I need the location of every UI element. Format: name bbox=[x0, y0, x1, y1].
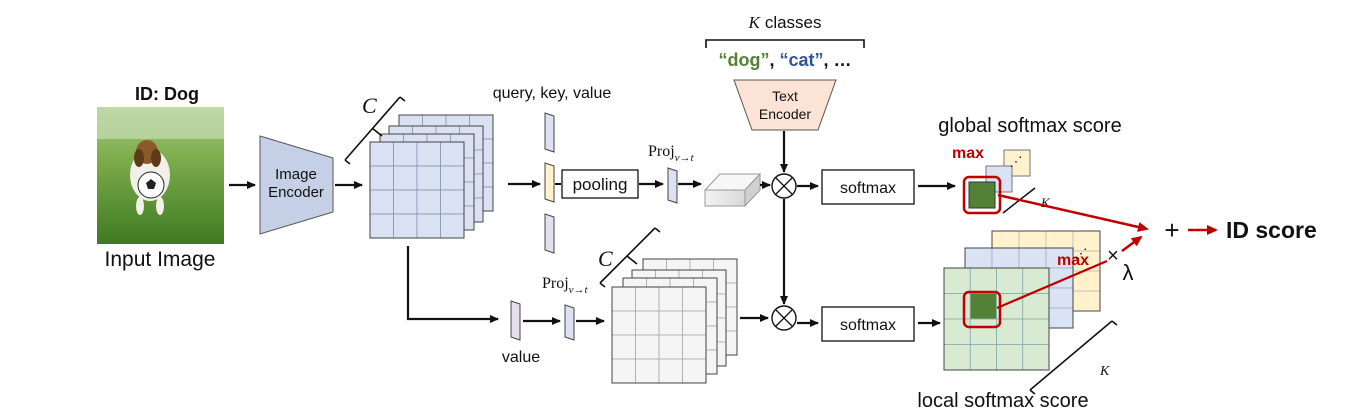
image-encoder-line1: Image bbox=[275, 166, 317, 183]
qkv-label: query, key, value bbox=[493, 85, 612, 102]
plus-symbol: + bbox=[1164, 215, 1179, 245]
global-score-label: global softmax score bbox=[938, 115, 1121, 137]
query-vector bbox=[544, 112, 555, 153]
softmax-top-label: softmax bbox=[840, 180, 896, 197]
local-k-symbol: K bbox=[1099, 364, 1110, 379]
lambda-symbol: λ bbox=[1123, 260, 1134, 285]
local-score-label: local softmax score bbox=[917, 390, 1088, 412]
arrow-global-to-sum bbox=[997, 193, 1149, 232]
local-k-brace bbox=[1029, 320, 1118, 395]
classes-brace bbox=[705, 39, 865, 48]
text-encoder-line2: Encoder bbox=[759, 106, 811, 122]
id-label: ID: Dog bbox=[135, 84, 199, 104]
value-label: value bbox=[502, 349, 540, 366]
line-local-to-lambda bbox=[996, 259, 1108, 310]
value-vector-bottom bbox=[510, 300, 521, 341]
id-score-label: ID score bbox=[1226, 217, 1317, 243]
pooling-box bbox=[561, 169, 639, 199]
class-item-0: “dog” bbox=[718, 50, 769, 70]
class-item-2: “cat” bbox=[779, 50, 823, 70]
arrow-features-to-value bbox=[406, 246, 499, 323]
global-score-stack bbox=[962, 149, 1036, 215]
proj-bottom-vector bbox=[564, 304, 575, 341]
input-image bbox=[97, 107, 224, 244]
local-max-label: max bbox=[1057, 252, 1089, 269]
proj-top-vector bbox=[667, 167, 678, 204]
local-max-highlight bbox=[962, 290, 1002, 329]
global-max-label: max bbox=[952, 145, 984, 162]
softmax-bottom-box bbox=[821, 306, 915, 342]
channel-brace-bottom bbox=[599, 227, 661, 288]
global-k-symbol: K bbox=[1040, 195, 1051, 210]
channel-symbol: C bbox=[362, 93, 377, 118]
class-list: “dog”, “cat”, … bbox=[718, 50, 851, 70]
local-score-layer-green bbox=[943, 267, 1050, 371]
multiply-top-icon bbox=[775, 177, 793, 195]
proj-top-label: Projv→t bbox=[648, 143, 695, 164]
text-encoder-line1: Text bbox=[772, 88, 798, 104]
value-vector bbox=[544, 213, 555, 254]
class-item-3: , … bbox=[824, 50, 852, 70]
key-vector bbox=[544, 162, 555, 203]
multiply-bottom-icon bbox=[775, 309, 793, 327]
feature-map-stack bbox=[369, 114, 494, 239]
proj-bottom-label: Projv→t bbox=[542, 275, 589, 296]
arrow-lambda-to-sum bbox=[1121, 235, 1143, 253]
local-feature-stack bbox=[611, 258, 738, 384]
times-symbol: × bbox=[1107, 245, 1119, 267]
global-dots: ⋰ bbox=[1010, 154, 1023, 169]
feature-layer-3 bbox=[369, 141, 465, 239]
softmax-top-box bbox=[821, 169, 915, 205]
local-feature-layer-3 bbox=[611, 286, 707, 384]
pooled-embedding bbox=[703, 172, 762, 208]
channel-brace bbox=[344, 96, 406, 165]
softmax-bottom-label: softmax bbox=[840, 317, 896, 334]
image-encoder: Image Encoder bbox=[259, 135, 334, 235]
channel-symbol-bottom: C bbox=[598, 246, 613, 271]
text-encoder: Text Encoder bbox=[733, 79, 837, 131]
image-encoder-line2: Encoder bbox=[268, 184, 324, 201]
pooling-label: pooling bbox=[573, 175, 628, 194]
input-image-caption: Input Image bbox=[105, 248, 216, 271]
local-dots: ⋰ bbox=[1075, 246, 1088, 261]
local-score-stack bbox=[943, 230, 1101, 371]
class-item-1: , bbox=[769, 50, 779, 70]
